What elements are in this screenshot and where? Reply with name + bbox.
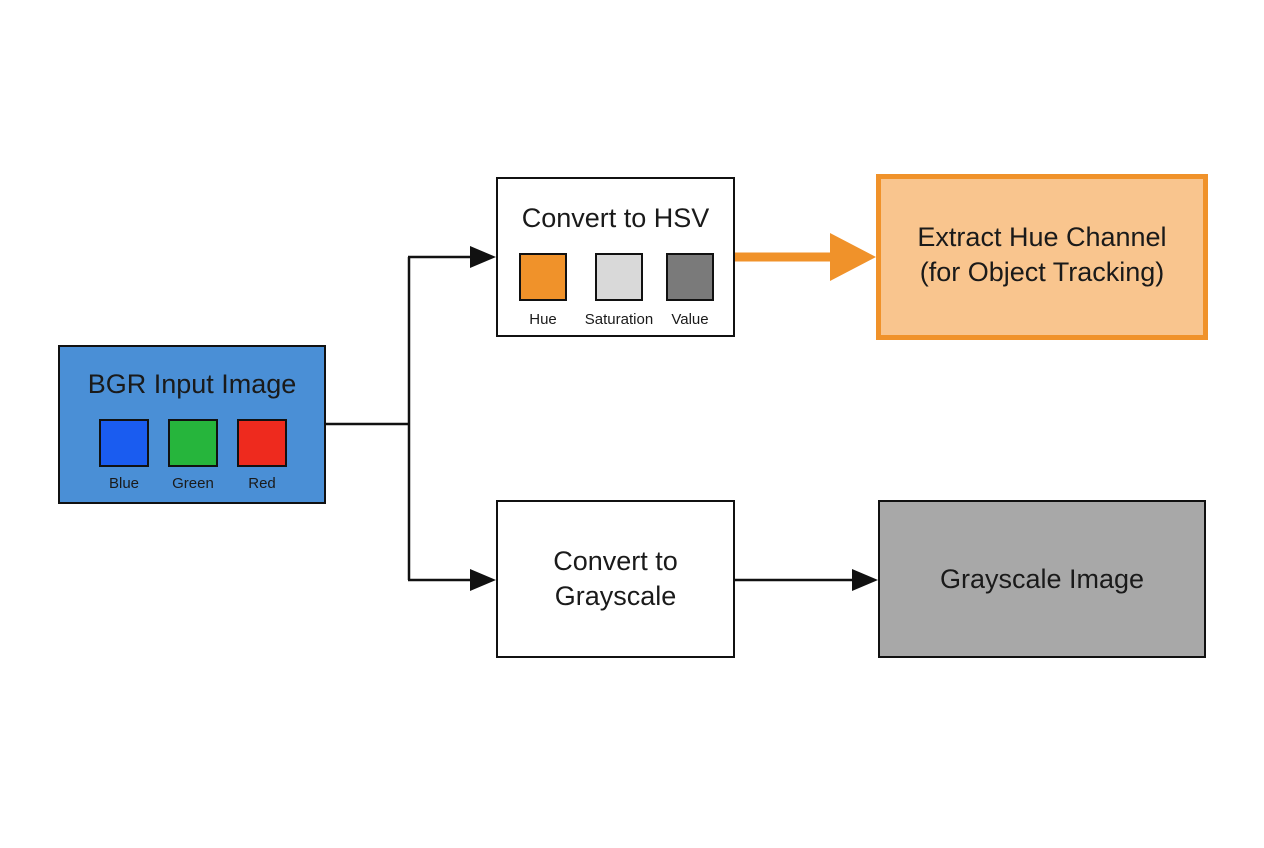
convert-hsv-box: Convert to HSV Hue Saturation Value	[496, 177, 735, 337]
channel-saturation: Saturation	[581, 253, 657, 328]
channel-value: Value	[659, 253, 721, 328]
channel-red: Red	[237, 419, 287, 492]
saturation-label: Saturation	[584, 311, 654, 328]
hue-label: Hue	[529, 311, 557, 328]
grayscale-image-box: Grayscale Image	[878, 500, 1206, 658]
hue-swatch	[519, 253, 567, 301]
extract-hue-text: Extract Hue Channel (for Object Tracking…	[881, 179, 1203, 335]
red-swatch	[237, 419, 287, 467]
channel-hue: Hue	[512, 253, 574, 328]
blue-label: Blue	[108, 475, 140, 492]
convert-grayscale-text: Convert to Grayscale	[498, 502, 733, 656]
channel-green: Green	[168, 419, 218, 492]
extract-hue-line1: Extract Hue Channel	[917, 222, 1167, 252]
convert-grayscale-line2: Grayscale	[554, 581, 677, 611]
channel-blue: Blue	[99, 419, 149, 492]
arrow-to-hsv-head	[470, 246, 496, 268]
extract-hue-line2: (for Object Tracking)	[919, 257, 1165, 287]
red-label: Red	[248, 475, 276, 492]
blue-swatch	[99, 419, 149, 467]
arrow-to-grayscale-image-head	[852, 569, 878, 591]
green-label: Green	[172, 475, 214, 492]
convert-grayscale-line1: Convert to	[553, 546, 678, 576]
green-swatch	[168, 419, 218, 467]
bgr-channel-row: Blue Green Red	[99, 419, 287, 492]
convert-grayscale-box: Convert to Grayscale	[496, 500, 735, 658]
arrow-to-grayscale-head	[470, 569, 496, 591]
extract-hue-box: Extract Hue Channel (for Object Tracking…	[876, 174, 1208, 340]
arrow-to-hue-extract-head	[830, 233, 876, 281]
bgr-input-title: BGR Input Image	[87, 369, 297, 399]
convert-hsv-title: Convert to HSV	[521, 203, 710, 233]
value-swatch	[666, 253, 714, 301]
hsv-channel-row: Hue Saturation Value	[512, 253, 721, 328]
saturation-swatch	[595, 253, 643, 301]
value-label: Value	[671, 311, 709, 328]
grayscale-image-label: Grayscale Image	[939, 563, 1145, 594]
bgr-input-box: BGR Input Image Blue Green Red	[58, 345, 326, 504]
